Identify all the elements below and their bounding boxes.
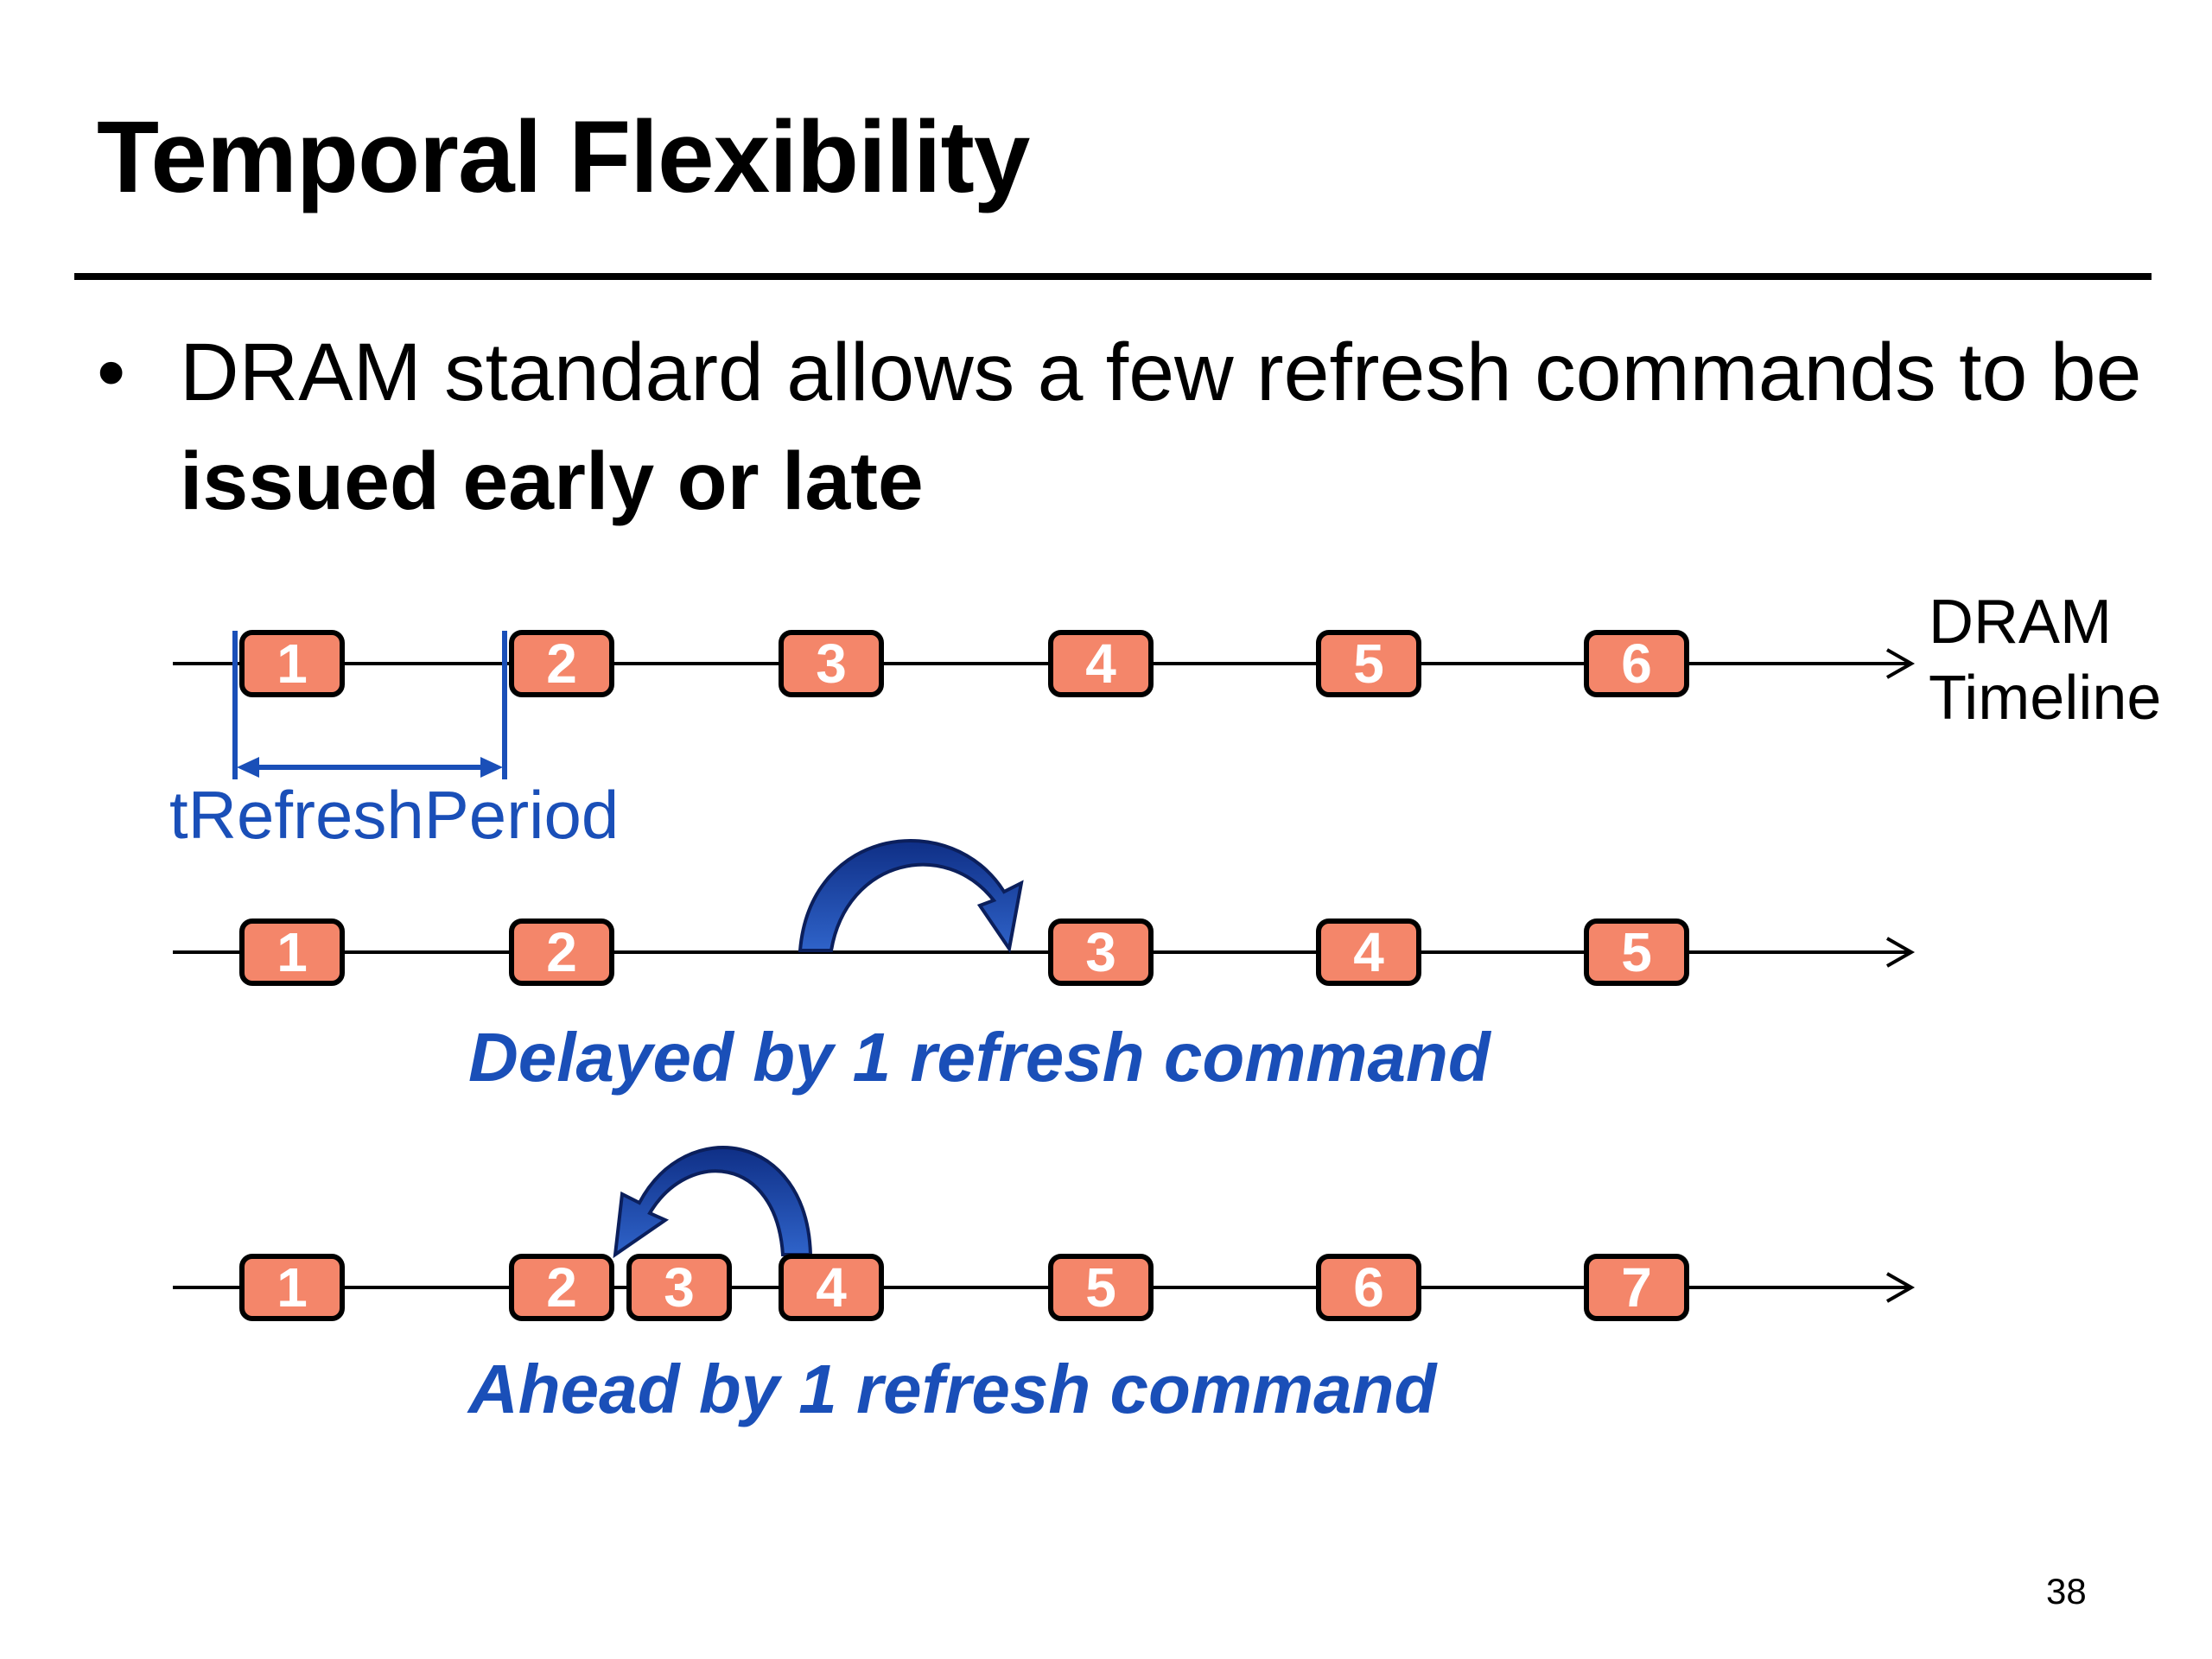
refresh-command-number: 5 <box>1353 632 1384 695</box>
refresh-command-rect <box>1584 918 1689 986</box>
advance-curved-arrow-icon <box>613 1146 813 1259</box>
refresh-command-rect <box>1316 630 1421 697</box>
refresh-command-number: 2 <box>546 921 577 983</box>
refresh-command-rect <box>239 1254 345 1321</box>
refresh-command-box-nominal-6: 6 <box>1584 630 1689 697</box>
refresh-command-rect <box>509 1254 614 1321</box>
refresh-command-number: 4 <box>816 1256 847 1319</box>
dram-timeline-label-line2: Timeline <box>1929 664 2162 733</box>
refresh-command-rect <box>239 918 345 986</box>
refresh-command-rect <box>509 918 614 986</box>
refresh-command-box-nominal-3: 3 <box>779 630 884 697</box>
refresh-command-number: 5 <box>1621 921 1652 983</box>
refresh-command-box-delayed-1: 1 <box>239 918 345 986</box>
refresh-command-rect <box>1584 630 1689 697</box>
refresh-command-number: 5 <box>1085 1256 1116 1319</box>
bullet-marker: • <box>97 327 126 418</box>
page-number: 38 <box>2046 1571 2087 1611</box>
dram-timeline-label: DRAM Timeline <box>1929 584 2161 736</box>
refresh-command-number: 2 <box>546 632 577 695</box>
refresh-command-rect <box>1048 918 1154 986</box>
refresh-command-number: 3 <box>664 1256 695 1319</box>
refresh-command-rect <box>239 630 345 697</box>
refresh-command-rect <box>1048 1254 1154 1321</box>
refresh-command-rect <box>779 1254 884 1321</box>
bullet-text-line1: DRAM standard allows a few refresh comma… <box>180 327 2142 418</box>
refresh-command-box-ahead-2: 2 <box>509 1254 614 1321</box>
refresh-command-number: 3 <box>816 632 847 695</box>
refresh-command-number: 1 <box>276 921 308 983</box>
timeline-ahead-commands: 1 2 3 4 5 6 7 <box>239 1254 1689 1321</box>
refresh-command-box-delayed-2: 2 <box>509 918 614 986</box>
refresh-command-box-delayed-3: 3 <box>1048 918 1154 986</box>
refresh-command-rect <box>1316 918 1421 986</box>
refresh-command-box-nominal-1: 1 <box>239 630 345 697</box>
refresh-command-box-nominal-5: 5 <box>1316 630 1421 697</box>
refresh-command-box-delayed-5: 5 <box>1584 918 1689 986</box>
refresh-command-rect <box>509 630 614 697</box>
refresh-command-box-ahead-4: 4 <box>779 1254 884 1321</box>
timeline-nominal-commands: 1 2 3 4 5 6 <box>239 630 1689 697</box>
refresh-command-number: 4 <box>1085 632 1116 695</box>
refresh-command-box-nominal-4: 4 <box>1048 630 1154 697</box>
caption-ahead: Ahead by 1 refresh command <box>468 1351 1437 1427</box>
refresh-command-number: 2 <box>546 1256 577 1319</box>
refresh-period-label: tRefreshPeriod <box>169 777 620 853</box>
dram-timeline-label-line1: DRAM <box>1929 588 2112 657</box>
caption-delayed: Delayed by 1 refresh command <box>468 1019 1491 1096</box>
refresh-command-box-ahead-6: 6 <box>1316 1254 1421 1321</box>
refresh-command-number: 1 <box>276 632 308 695</box>
refresh-command-number: 6 <box>1353 1256 1384 1319</box>
refresh-command-rect <box>1584 1254 1689 1321</box>
refresh-command-box-ahead-5: 5 <box>1048 1254 1154 1321</box>
refresh-command-number: 4 <box>1353 921 1384 983</box>
refresh-command-number: 6 <box>1621 632 1652 695</box>
refresh-command-box-nominal-2: 2 <box>509 630 614 697</box>
refresh-command-box-ahead-7: 7 <box>1584 1254 1689 1321</box>
timeline-delayed-commands: 1 2 3 4 5 <box>239 918 1689 986</box>
refresh-command-box-ahead-1: 1 <box>239 1254 345 1321</box>
refresh-command-number: 1 <box>276 1256 308 1319</box>
delay-curved-arrow-icon <box>798 839 1024 954</box>
slide-title: Temporal Flexibility <box>97 100 1030 214</box>
refresh-command-rect <box>626 1254 732 1321</box>
title-divider <box>74 273 2152 280</box>
refresh-command-box-ahead-3: 3 <box>626 1254 732 1321</box>
refresh-period-bracket <box>232 631 507 779</box>
refresh-command-box-delayed-4: 4 <box>1316 918 1421 986</box>
refresh-command-rect <box>1316 1254 1421 1321</box>
bullet-text-line2-bold: issued early or late <box>180 435 924 527</box>
refresh-command-number: 7 <box>1621 1256 1652 1319</box>
refresh-command-rect <box>779 630 884 697</box>
refresh-command-number: 3 <box>1085 921 1116 983</box>
refresh-command-rect <box>1048 630 1154 697</box>
